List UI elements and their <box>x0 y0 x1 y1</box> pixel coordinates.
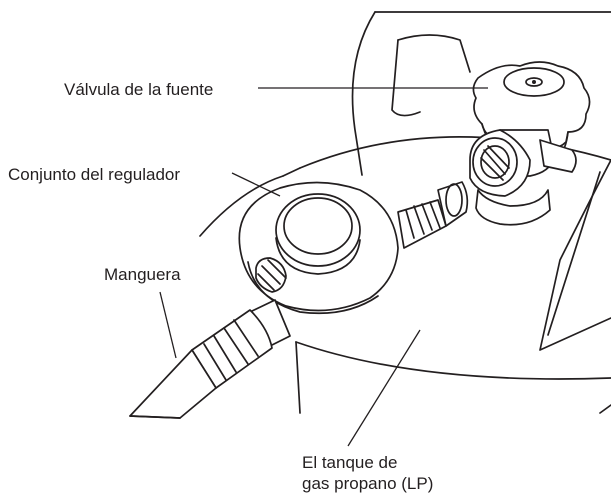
label-propane-tank: El tanque de gas propano (LP) <box>302 452 433 494</box>
label-source-valve: Válvula de la fuente <box>64 80 213 100</box>
hose <box>130 300 290 418</box>
regulator-body <box>239 182 467 313</box>
label-regulator-assembly: Conjunto del regulador <box>8 165 180 185</box>
label-propane-tank-line2: gas propano (LP) <box>302 473 433 494</box>
label-propane-tank-line1: El tanque de <box>302 452 433 473</box>
label-hose: Manguera <box>104 265 181 285</box>
